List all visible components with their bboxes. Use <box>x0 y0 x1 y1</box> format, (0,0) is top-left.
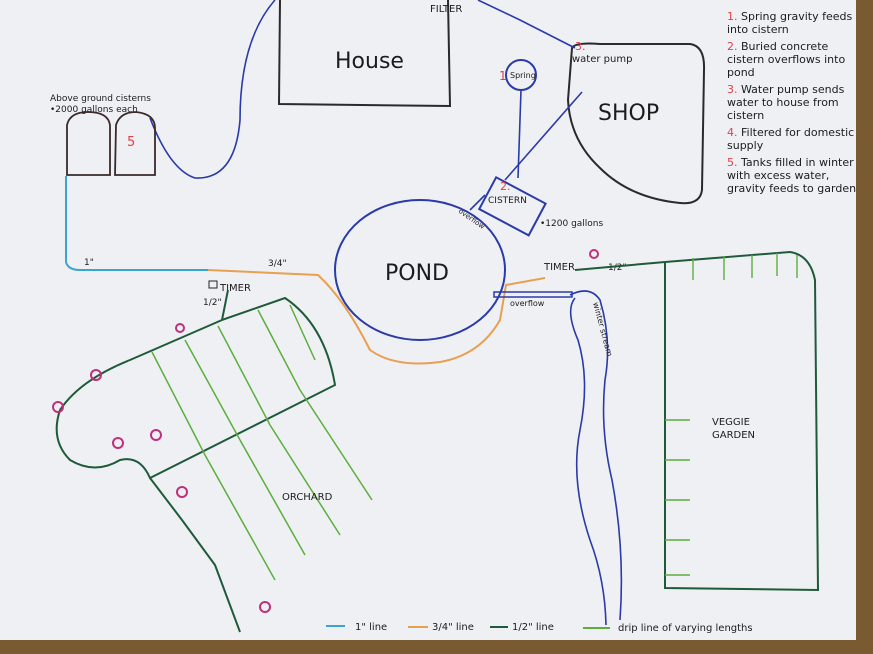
blue-pipes <box>149 0 583 211</box>
tank-right <box>114 111 156 176</box>
note-text: Buried concrete cistern overflows into p… <box>727 40 846 79</box>
filter-label: FILTER <box>430 4 462 15</box>
overflow-pipe <box>493 291 573 298</box>
pond-outline <box>334 199 506 341</box>
cistern-capacity: •1200 gallons <box>540 219 604 229</box>
legend-half-inch: 1/2" line <box>512 622 554 633</box>
pump-label: water pump <box>572 54 632 65</box>
pump-number: 3. <box>575 40 586 53</box>
tanks-number: 5 <box>127 135 135 150</box>
orchard-label: ORCHARD <box>282 492 333 503</box>
veggie-label-2: GARDEN <box>712 430 755 441</box>
note-item: 3. Water pump sends water to house from … <box>727 83 859 122</box>
note-text: Filtered for domestic supply <box>727 126 855 152</box>
timer-left-box <box>208 280 218 289</box>
veggie-drip-lines <box>665 253 798 576</box>
house-outline <box>277 0 452 108</box>
house-label: House <box>335 49 404 74</box>
pond-label: POND <box>385 261 449 286</box>
three-quarter-label: 3/4" <box>268 259 287 269</box>
half-right-label: 1/2" <box>608 263 627 273</box>
timer-left-label: TIMER <box>219 283 251 294</box>
note-item: 2. Buried concrete cistern overflows int… <box>727 40 859 79</box>
note-number: 4. <box>727 126 738 139</box>
note-number: 1. <box>727 10 738 23</box>
legend: 1" line 3/4" line 1/2" line drip line of… <box>326 622 753 634</box>
note-text: Spring gravity feeds into cistern <box>727 10 853 36</box>
note-item: 5. Tanks filled in winter with excess wa… <box>727 156 859 195</box>
note-item: 4. Filtered for domestic supply <box>727 126 859 152</box>
tank-left <box>66 111 111 176</box>
note-number: 5. <box>727 156 738 169</box>
three-quarter-line <box>207 269 546 365</box>
cistern-label: CISTERN <box>488 196 527 206</box>
legend-one-inch: 1" line <box>355 622 387 633</box>
note-text: Tanks filled in winter with excess water… <box>727 156 857 195</box>
spring-number: 1 <box>499 69 507 83</box>
notes-list: 1. Spring gravity feeds into cistern 2. … <box>727 10 859 199</box>
note-number: 3. <box>727 83 738 96</box>
legend-drip: drip line of varying lengths <box>618 623 753 634</box>
shop-outline <box>566 42 706 205</box>
one-inch-line <box>65 176 208 271</box>
shop-label: SHOP <box>598 101 659 126</box>
tanks-label-1: Above ground cisterns <box>50 94 151 104</box>
overflow-label: overflow <box>510 299 545 308</box>
half-left-label: 1/2" <box>203 298 222 308</box>
orchard-drip-lines <box>151 304 373 581</box>
cistern-box <box>477 175 547 237</box>
veggie-label-1: VEGGIE <box>712 417 750 428</box>
legend-three-quarter: 3/4" line <box>432 622 474 633</box>
note-item: 1. Spring gravity feeds into cistern <box>727 10 859 36</box>
note-text: Water pump sends water to house from cis… <box>727 83 845 122</box>
winter-stream <box>569 290 623 626</box>
note-number: 2. <box>727 40 738 53</box>
tanks-label-2: •2000 gallons each <box>50 105 138 115</box>
cistern-number: 2. <box>500 180 511 193</box>
one-inch-label: 1" <box>84 258 94 268</box>
orchard-outline <box>55 289 337 633</box>
half-inch-line-right <box>574 250 820 592</box>
trees <box>52 249 599 613</box>
spring-label: Spring <box>510 71 536 80</box>
stream-label: winter stream <box>591 301 614 357</box>
timer-right-label: TIMER <box>543 262 575 273</box>
